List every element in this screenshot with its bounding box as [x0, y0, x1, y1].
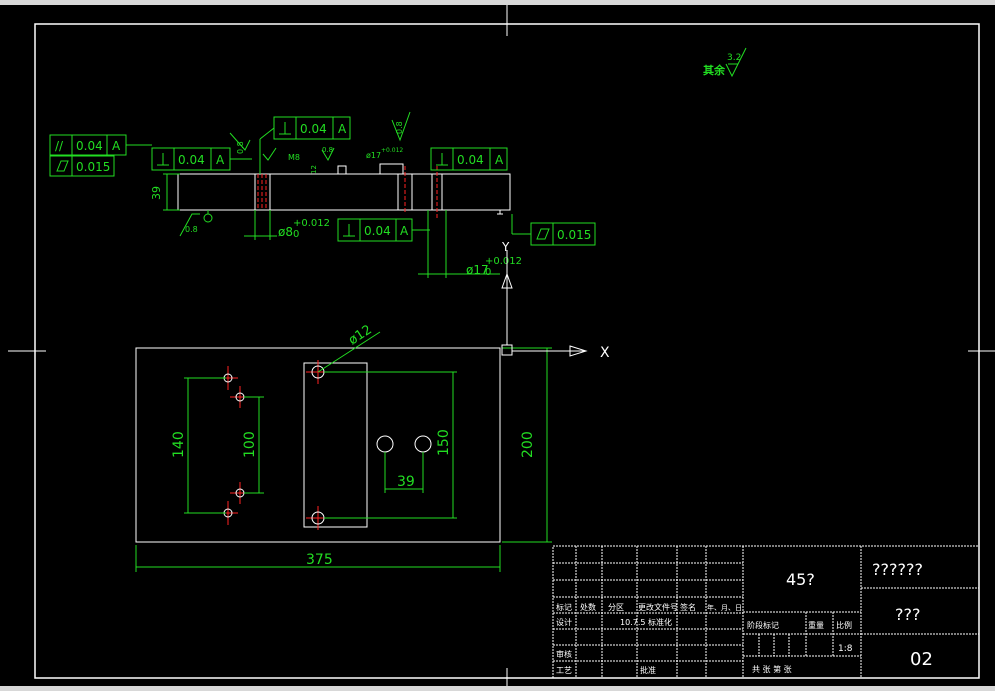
svg-text://: // — [55, 139, 64, 153]
svg-text:A: A — [112, 139, 121, 153]
svg-text:签名: 签名 — [680, 602, 696, 612]
drawing-border — [34, 23, 980, 679]
svg-text:阶段标记: 阶段标记 — [747, 620, 779, 630]
svg-text:共 张 第 张: 共 张 第 张 — [752, 664, 792, 674]
svg-text:批准: 批准 — [640, 665, 656, 675]
svg-text:0.04: 0.04 — [178, 153, 205, 167]
ucs-x-axis: X — [501, 344, 610, 361]
dim-150: 150 — [436, 429, 452, 456]
dim-200: 200 — [520, 431, 536, 458]
dim-39-side: 39 — [150, 186, 163, 200]
svg-text:A: A — [216, 153, 225, 167]
dim-100: 100 — [242, 431, 258, 458]
svg-text:12: 12 — [310, 165, 318, 174]
part-name: ?????? — [872, 560, 923, 579]
svg-text:0.04: 0.04 — [300, 122, 327, 136]
svg-text:设计: 设计 — [556, 617, 572, 627]
svg-text:A: A — [495, 153, 504, 167]
dim-140: 140 — [171, 431, 187, 458]
svg-text:标准化: 标准化 — [648, 617, 672, 627]
svg-text:Y: Y — [501, 240, 510, 254]
svg-text:ø17: ø17 — [366, 151, 381, 160]
title-block — [552, 545, 980, 679]
svg-text:+0.012: +0.012 — [293, 218, 330, 229]
svg-text:+0.012: +0.012 — [381, 147, 403, 154]
svg-text:0.8: 0.8 — [322, 146, 333, 154]
roughness-value: 3.2 — [727, 53, 741, 63]
title-block-text: 45? ?????? ??? 02 1:8 标记 处数 分区 更改文件号 签名 … — [556, 560, 933, 675]
svg-text:0.04: 0.04 — [76, 139, 103, 153]
fcf-perp-3: 0.04 A — [430, 147, 508, 171]
roughness-label: 其余 — [703, 63, 726, 77]
svg-text:+0.012: +0.012 — [485, 256, 522, 267]
svg-text:0.8: 0.8 — [236, 141, 245, 154]
svg-text:0: 0 — [293, 229, 299, 240]
material: 45? — [786, 570, 815, 589]
svg-text:M8: M8 — [288, 153, 300, 162]
svg-text:标记: 标记 — [556, 602, 572, 612]
svg-text:更改文件号: 更改文件号 — [638, 602, 678, 612]
svg-text:0: 0 — [485, 267, 491, 278]
fcf-perp-2: 0.04 A — [273, 116, 351, 140]
svg-text:0.8: 0.8 — [185, 225, 198, 234]
svg-text:X: X — [600, 345, 610, 361]
company: ??? — [895, 605, 920, 624]
side-view: 39 — [150, 163, 511, 218]
svg-text:比例: 比例 — [836, 620, 852, 630]
fcf-flatness-2: 0.015 — [511, 214, 596, 246]
svg-text:重量: 重量 — [808, 620, 824, 630]
svg-text:0.04: 0.04 — [457, 153, 484, 167]
fcf-perp-1: 0.04 A — [151, 147, 231, 171]
fcf-parallel: // 0.04 A — [49, 134, 127, 156]
drawing-number: 02 — [910, 649, 933, 670]
svg-text:审核: 审核 — [556, 649, 572, 659]
svg-text:ø17: ø17 — [466, 263, 489, 277]
svg-text:分区: 分区 — [608, 603, 624, 612]
top-scroll-strip[interactable] — [0, 0, 995, 5]
svg-text:0.8: 0.8 — [395, 121, 404, 134]
side-annotations: 0.8 M8 0.8 12 ø17 +0.012 0.8 0.8 ø8 +0.0… — [126, 111, 522, 278]
svg-text:0.015: 0.015 — [76, 160, 110, 174]
svg-text:10.7.5: 10.7.5 — [620, 618, 645, 627]
dim-39: 39 — [397, 474, 415, 490]
dim-375: 375 — [306, 552, 333, 568]
ucs-y-axis: Y — [501, 240, 513, 345]
top-view: 140 100 150 39 200 375 ø12 — [135, 322, 552, 572]
fcf-perp-4: 0.04 A — [337, 218, 430, 242]
fcf-flatness-1: 0.015 — [49, 155, 115, 177]
scale: 1:8 — [838, 644, 853, 654]
svg-text:A: A — [400, 224, 409, 238]
svg-text:年、月、日: 年、月、日 — [707, 603, 742, 612]
svg-text:处数: 处数 — [580, 602, 596, 612]
svg-text:0.04: 0.04 — [364, 224, 391, 238]
svg-text:A: A — [338, 122, 347, 136]
bottom-tab-strip[interactable] — [0, 686, 995, 691]
svg-text:ø8: ø8 — [278, 225, 293, 239]
roughness-note: 其余 3.2 — [703, 47, 747, 78]
svg-text:工艺: 工艺 — [556, 666, 572, 675]
svg-text:0.015: 0.015 — [557, 228, 591, 242]
